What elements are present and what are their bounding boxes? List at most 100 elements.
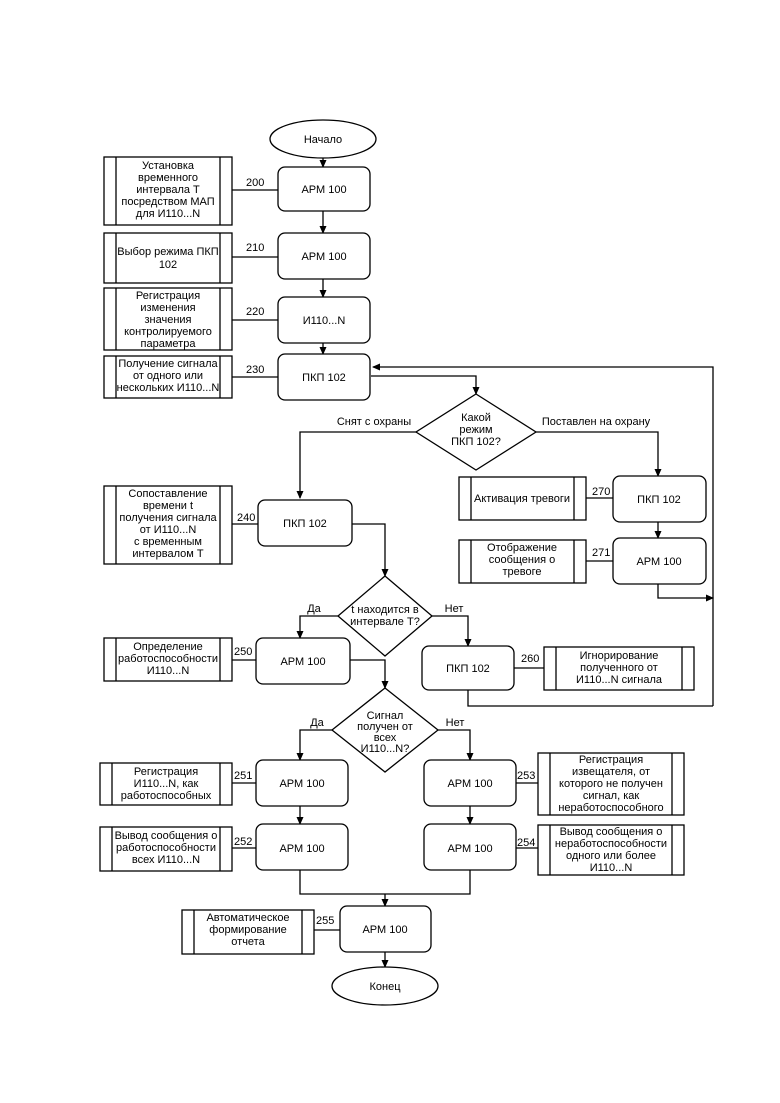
ref-210: 210 — [246, 242, 264, 254]
process-251: РегистрацияИ110...N, какработоспособных — [100, 763, 232, 805]
text-line: t находится в — [351, 604, 419, 616]
node-230-label: ПКП 102 — [302, 372, 346, 384]
process-251-text: РегистрацияИ110...N, какработоспособных — [121, 766, 212, 802]
text-line: работоспособности — [118, 653, 218, 665]
ref-253: 253 — [517, 770, 535, 782]
node-251: АРМ 100 — [256, 760, 348, 806]
ref-220: 220 — [246, 306, 264, 318]
text-line: 102 — [159, 259, 177, 271]
text-line: всех И110...N — [132, 854, 200, 866]
process-220: Регистрацияизменениязначенияконтролируем… — [104, 288, 232, 350]
start-label: Начало — [304, 134, 342, 146]
text-line: интервале Т? — [350, 616, 420, 628]
text-line: параметра — [141, 338, 197, 350]
text-line: тревоге — [503, 566, 542, 578]
node-260: ПКП 102 — [422, 646, 514, 690]
text-line: И110...N, как — [134, 778, 199, 790]
text-line: ПКП 102? — [451, 436, 501, 448]
text-line: Вывод сообщения о — [115, 830, 218, 842]
node-254: АРМ 100 — [424, 824, 516, 870]
text-line: одного или более — [566, 850, 656, 862]
text-line: работоспособных — [121, 790, 212, 802]
text-line: интервалом Т — [132, 548, 203, 560]
text-line: изменения — [140, 302, 195, 314]
node-240: ПКП 102 — [258, 500, 352, 546]
node-252: АРМ 100 — [256, 824, 348, 870]
node-253-label: АРМ 100 — [447, 778, 492, 790]
text-line: значения — [144, 314, 191, 326]
node-210-label: АРМ 100 — [301, 251, 346, 263]
decision-all: Сигналполучен отвсехИ110...N? — [332, 688, 438, 772]
ref-255: 255 — [316, 915, 334, 927]
text-line: Получение сигнала — [118, 358, 218, 370]
ref-200: 200 — [246, 177, 264, 189]
text-line: для И110...N — [136, 208, 200, 220]
end-terminator: Конец — [332, 967, 438, 1005]
node-255: АРМ 100 — [340, 906, 431, 952]
process-270: Активация тревоги — [459, 477, 586, 520]
ref-230: 230 — [246, 364, 264, 376]
node-255-label: АРМ 100 — [362, 924, 407, 936]
ref-252: 252 — [234, 836, 252, 848]
process-252: Вывод сообщения оработоспособностивсех И… — [100, 827, 232, 871]
ref-250: 250 — [234, 646, 252, 658]
process-253: Регистрацияизвещателя, откоторого не пол… — [538, 753, 684, 815]
node-271-label: АРМ 100 — [636, 556, 681, 568]
text-line: которого не получен — [559, 778, 663, 790]
process-210: Выбор режима ПКП102 — [104, 233, 232, 283]
process-260: Игнорированиеполученного отИ110...N сигн… — [544, 647, 694, 690]
process-271: Отображениесообщения отревоге — [459, 540, 586, 583]
node-230: ПКП 102 — [278, 354, 370, 400]
text-line: Установка — [142, 160, 195, 172]
branch-mode-disarmed: Снят с охраны — [337, 416, 411, 428]
ref-254: 254 — [517, 837, 535, 849]
text-line: режим — [459, 424, 492, 436]
text-line: интервала Т — [136, 184, 200, 196]
text-line: полученного от — [580, 662, 658, 674]
node-220: И110...N — [278, 297, 370, 343]
branch-all-yes: Да — [310, 717, 324, 729]
text-line: времени t — [143, 500, 193, 512]
node-270-label: ПКП 102 — [637, 494, 681, 506]
text-line: Выбор режима ПКП — [117, 246, 219, 258]
node-240-label: ПКП 102 — [283, 518, 327, 530]
text-line: получения сигнала — [119, 512, 217, 524]
text-line: неработоспособности — [555, 838, 667, 850]
node-251-label: АРМ 100 — [279, 778, 324, 790]
node-200: АРМ 100 — [278, 167, 370, 211]
text-line: Активация тревоги — [474, 493, 570, 505]
node-250-label: АРМ 100 — [280, 656, 325, 668]
text-line: посредством МАП — [121, 196, 214, 208]
text-line: сигнал, как — [583, 790, 640, 802]
process-260-text: Игнорированиеполученного отИ110...N сигн… — [576, 650, 663, 686]
text-line: от И110...N — [140, 524, 197, 536]
decision-interval-label: t находится винтервале Т? — [350, 604, 420, 628]
text-line: Регистрация — [136, 290, 200, 302]
node-200-label: АРМ 100 — [301, 184, 346, 196]
process-250: ОпределениеработоспособностиИ110...N — [104, 638, 232, 681]
node-253: АРМ 100 — [424, 760, 516, 806]
text-line: Какой — [461, 412, 491, 424]
branch-interval-yes: Да — [307, 603, 321, 615]
process-255: Автоматическоеформированиеотчета — [182, 910, 314, 954]
branch-mode-armed: Поставлен на охрану — [542, 416, 651, 428]
process-254: Вывод сообщения онеработоспособностиодно… — [538, 825, 684, 875]
text-line: Отображение — [487, 542, 557, 554]
node-260-label: ПКП 102 — [446, 663, 490, 675]
node-254-label: АРМ 100 — [447, 843, 492, 855]
process-270-text: Активация тревоги — [474, 493, 570, 505]
ref-270: 270 — [592, 486, 610, 498]
text-line: сообщения о — [489, 554, 556, 566]
text-line: Регистрация — [134, 766, 198, 778]
start-terminator: Начало — [270, 120, 376, 158]
text-line: Регистрация — [579, 754, 643, 766]
text-line: И110...N — [590, 862, 633, 874]
text-line: Автоматическое — [206, 912, 289, 924]
node-250: АРМ 100 — [256, 638, 350, 684]
process-200: Установкавременногоинтервала Тпосредство… — [104, 157, 232, 225]
text-line: И110...N — [147, 665, 190, 677]
ref-251: 251 — [234, 770, 252, 782]
text-line: контролируемого — [124, 326, 212, 338]
text-line: формирование — [209, 924, 286, 936]
